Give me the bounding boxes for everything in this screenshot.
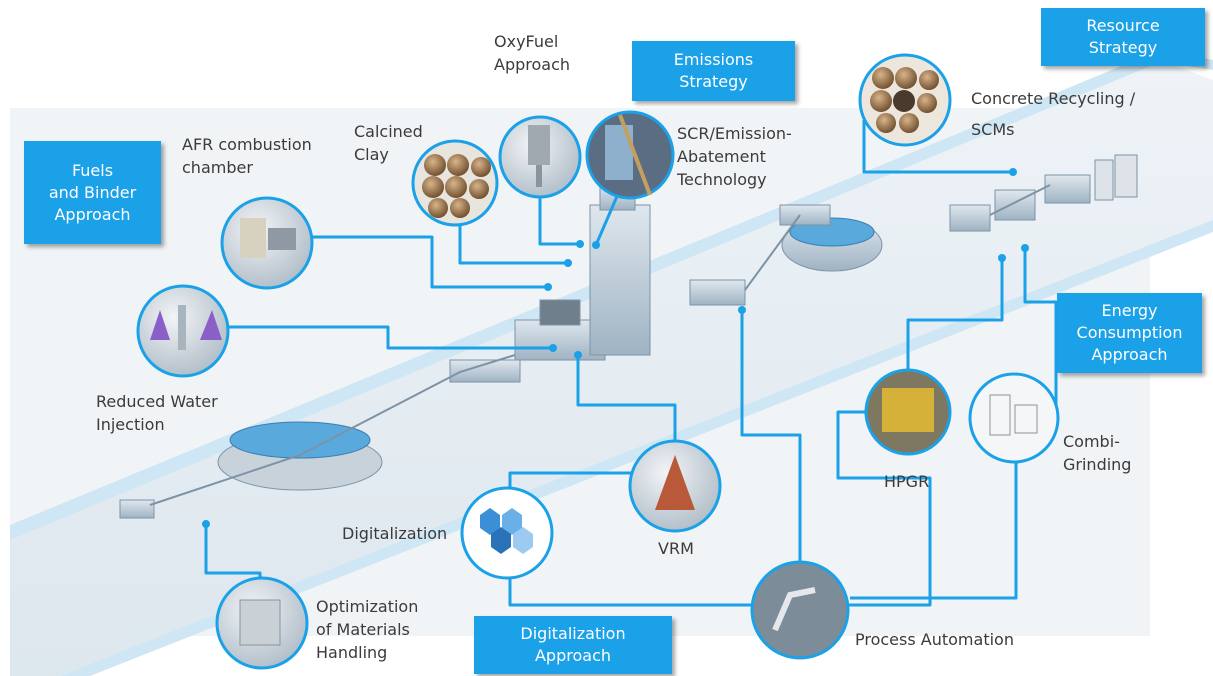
tech-circle-combi-grinding	[968, 372, 1060, 464]
category-fuels-binder: Fuels and Binder Approach	[24, 141, 161, 244]
label-scr: SCR/Emission- Abatement Technology	[677, 124, 792, 189]
tech-circle-calcined-clay	[411, 139, 499, 227]
label-reduced-water: Reduced Water Injection	[96, 392, 218, 434]
tech-circle-afr	[220, 196, 314, 290]
label-vrm: VRM	[658, 539, 694, 558]
tech-circle-digitalization	[460, 486, 554, 580]
conveyor-line	[149, 184, 1051, 506]
tech-circle-vrm	[628, 439, 722, 533]
label-afr: AFR combustion chamber	[182, 135, 312, 177]
tech-circle-reduced-water	[136, 284, 230, 378]
label-optimization: Optimization of Materials Handling	[316, 597, 419, 662]
tech-circle-oxyfuel	[498, 115, 582, 199]
label-calcined-clay: Calcined Clay	[354, 122, 423, 164]
category-digitalization: Digitalization Approach	[474, 616, 672, 674]
label-hpgr: HPGR	[884, 472, 930, 491]
label-process-automation: Process Automation	[855, 630, 1014, 649]
tech-circle-hpgr	[864, 368, 952, 456]
label-concrete-recycling: Concrete Recycling / SCMs	[971, 89, 1136, 139]
plant-equipment	[119, 154, 1138, 519]
tech-circle-scr	[585, 110, 675, 200]
plant-band-edge-bottom	[60, 220, 1213, 676]
tech-circle-optimization	[215, 576, 309, 670]
label-oxyfuel: OxyFuel Approach	[494, 32, 571, 74]
label-combi-grinding: Combi- Grinding	[1063, 432, 1132, 474]
plant-band	[10, 60, 1213, 676]
category-emissions: Emissions Strategy	[632, 41, 795, 101]
category-energy: Energy Consumption Approach	[1057, 293, 1202, 373]
tech-circle-process-automation	[750, 560, 850, 660]
tech-circle-concrete-recycling	[858, 53, 952, 147]
category-resource: Resource Strategy	[1041, 8, 1205, 66]
label-digitalization: Digitalization	[342, 524, 448, 543]
